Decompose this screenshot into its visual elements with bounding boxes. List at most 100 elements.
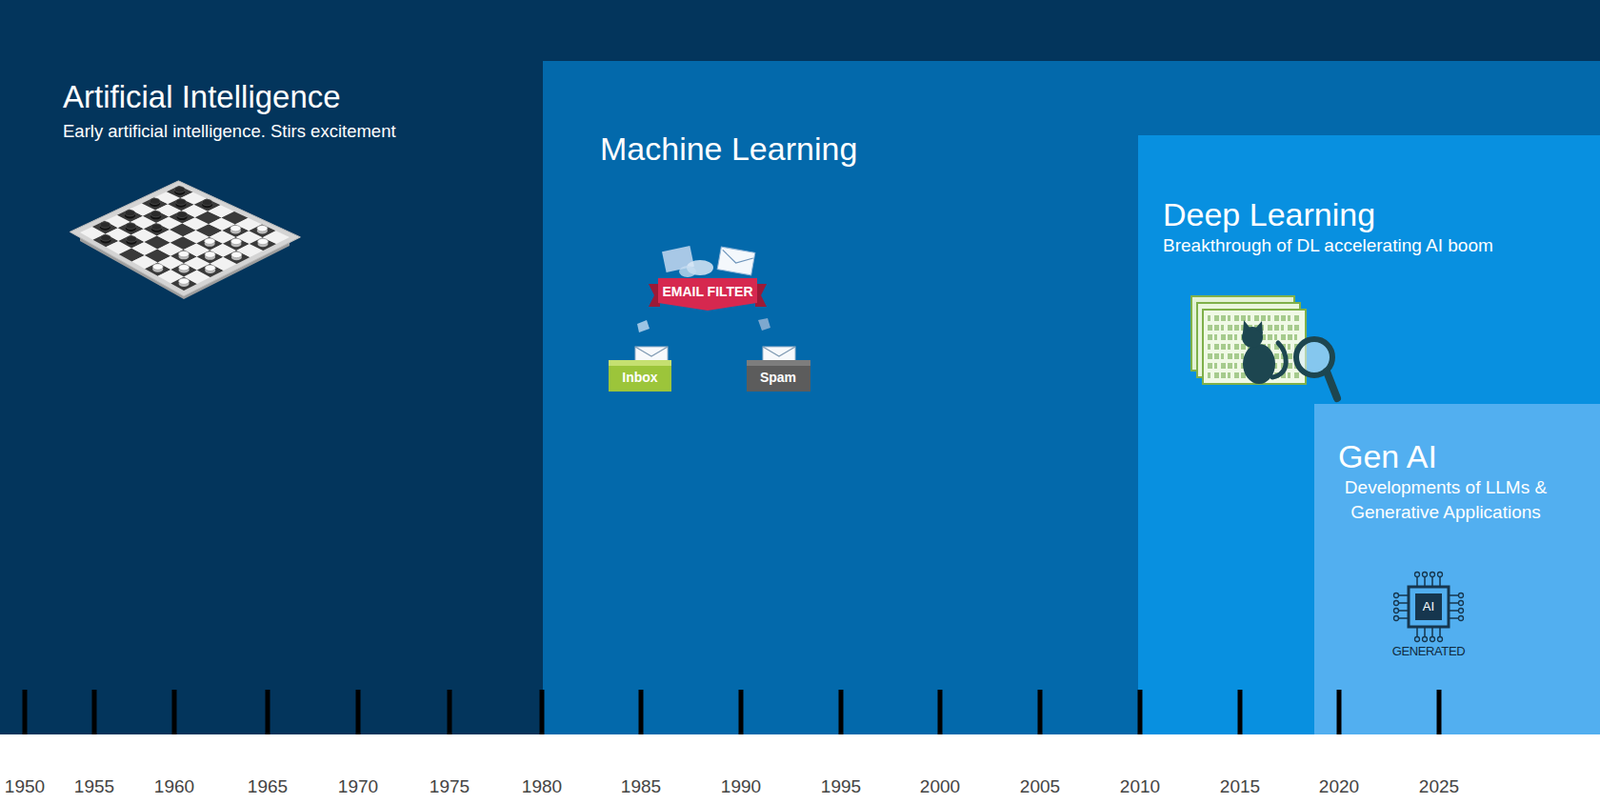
timeline-ticks-part — [92, 689, 98, 735]
data-pattern-part-part — [1214, 334, 1218, 340]
ai-chip-icon-part — [1423, 577, 1426, 587]
checkerboard-icon-part-part — [230, 238, 241, 244]
data-pattern-part-part — [1254, 334, 1258, 340]
data-pattern-part-part — [1227, 334, 1233, 340]
label-holder: 1970 — [338, 775, 379, 798]
dl-band: Gen AIDevelopments of LLMs & Generative … — [1138, 135, 1600, 735]
checkerboard-icon-part — [152, 263, 163, 273]
data-pattern-part-part — [1287, 334, 1293, 340]
checkerboard-icon-part-part — [257, 227, 268, 234]
checkerboard-icon-part — [176, 199, 187, 208]
checkerboard-icon-part — [178, 250, 189, 260]
checkerboard-icon-part-part — [204, 253, 216, 260]
text-holder: Machine Learning — [600, 129, 858, 169]
text-holder: Early artificial intelligence. Stirs exc… — [62, 120, 397, 142]
checkerboard-icon-part — [257, 225, 268, 235]
data-pattern-part-part — [1274, 324, 1280, 331]
data-pattern-part-part — [1214, 372, 1220, 379]
data-pattern-part-part — [1274, 315, 1280, 321]
timeline-ticks-part — [639, 689, 644, 735]
data-pattern-part-part — [1240, 334, 1246, 340]
label-holder: 1960 — [154, 775, 195, 798]
checkerboard-icon-part-part — [100, 235, 112, 241]
data-pattern-part-part — [1267, 362, 1273, 369]
checkerboard-icon-part — [125, 222, 137, 232]
year-label: 1965 — [247, 775, 288, 798]
data-pattern-part-part — [1234, 353, 1240, 360]
timeline-ticks-part — [540, 689, 545, 735]
checkerboard-icon-part — [158, 269, 184, 283]
email-filter-icon-part — [720, 249, 754, 266]
checkerboard-icon-part-part — [204, 251, 216, 258]
checkerboard-icon-part — [174, 186, 185, 196]
ai-chip-icon-part — [1438, 572, 1443, 578]
data-pattern-part-part — [1207, 343, 1211, 350]
year-label: 2005 — [1020, 775, 1060, 798]
data-pattern-part — [1207, 315, 1300, 321]
data-pattern-part-part — [1280, 353, 1284, 360]
checkerboard-icon-part — [183, 256, 211, 270]
data-pattern-part-part — [1294, 315, 1300, 321]
data-pattern-part-part — [1280, 343, 1286, 350]
timeline-ticks-part — [356, 689, 361, 735]
data-pattern-part-part — [1287, 324, 1293, 331]
data-pattern-part-part — [1214, 343, 1220, 350]
cat-recognition-icon-part — [1241, 326, 1263, 348]
checkerboard-icon-part-part — [179, 266, 190, 273]
data-pattern-part-part — [1214, 353, 1220, 360]
checkerboard-icon-part — [222, 237, 250, 251]
checkerboard-icon-part — [105, 227, 132, 241]
data-pattern-part — [1207, 372, 1300, 379]
checkerboard-icon-part — [149, 198, 160, 207]
timeline-ticks-part — [839, 689, 844, 735]
data-pattern-part-part — [1240, 315, 1246, 321]
data-pattern-part-part — [1280, 362, 1286, 369]
checkerboard-icon-part — [144, 248, 171, 262]
checkerboard-icon-part — [100, 235, 112, 244]
data-pattern-part-part — [1280, 324, 1284, 331]
cat-recognition-icon — [1191, 296, 1338, 399]
checkerboard-icon-part — [92, 220, 119, 235]
folder-label: Spam — [760, 369, 797, 386]
year-label: 1990 — [720, 775, 761, 798]
timeline-ticks-part — [1238, 689, 1243, 735]
text-holder: Breakthrough of DL accelerating AI boom — [1162, 234, 1494, 257]
checkerboard-icon-part — [93, 233, 120, 247]
checkerboard-icon-part — [167, 198, 195, 211]
checkerboard-icon-part-part — [178, 250, 189, 257]
label-holder: AI — [1422, 599, 1435, 615]
checkerboard-icon-part — [117, 209, 143, 222]
label-holder: 2005 — [1020, 775, 1060, 798]
checkerboard-icon-part-part — [176, 199, 187, 205]
data-pattern-part — [1207, 353, 1300, 360]
ai-chip-icon-part — [1399, 617, 1409, 620]
checkerboard-icon-part — [195, 211, 222, 224]
timeline-ticks-part — [172, 689, 178, 735]
data-pattern-part — [1207, 334, 1298, 340]
data-pattern-part-part — [1234, 334, 1238, 340]
checkerboard-icon-part-part — [201, 199, 213, 205]
label-holder: 1955 — [74, 775, 115, 798]
checkerboard-icon-part — [166, 185, 194, 199]
email-filter-icon-part — [608, 361, 672, 392]
cat-recognition-icon-part — [1326, 371, 1338, 399]
data-pattern-part-part — [1280, 315, 1286, 321]
ai-chip-icon-part — [1431, 577, 1434, 587]
checkerboard-icon-part — [170, 236, 198, 250]
checkerboard-icon-part — [154, 191, 180, 204]
email-filter-icon-part — [746, 361, 811, 392]
ai-chip-icon-part — [1422, 637, 1428, 642]
checkerboard-icon-part-part — [125, 238, 137, 244]
checkerboard-icon-part-part — [174, 186, 185, 193]
checkerboard-icon-part — [168, 210, 196, 223]
timeline-ticks-part — [447, 689, 453, 735]
checkerboard-icon-part — [142, 209, 169, 222]
timeline-ticks-part — [265, 689, 271, 735]
checkerboard-icon-part — [143, 222, 170, 237]
text-holder: Deep Learning — [1162, 195, 1376, 235]
checkerboard-icon-part — [179, 264, 190, 274]
timeline-ticks-part — [938, 689, 943, 735]
checkerboard-icon-part — [118, 221, 144, 236]
label-holder: Spam — [760, 369, 797, 386]
